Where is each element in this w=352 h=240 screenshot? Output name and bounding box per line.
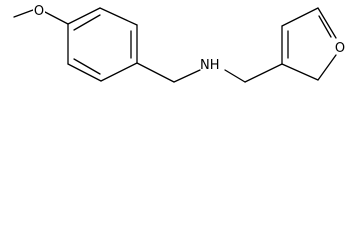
- methoxy-o-ring-bond: [44, 11, 69, 25]
- furyl-linker: [224, 63, 283, 83]
- amine-label: NH: [200, 58, 220, 73]
- benzene-double-1: [73, 14, 101, 31]
- methoxy-group: O: [13, 3, 69, 25]
- furan-bond-4: [317, 54, 337, 81]
- furan-ring: O: [281, 7, 345, 81]
- ring-ch2-bond: [136, 62, 175, 83]
- benzene-bond-4: [100, 62, 138, 82]
- furan-bond-5: [281, 63, 319, 81]
- benzene-double-3: [73, 58, 101, 75]
- benzene-bond-1: [67, 7, 101, 25]
- n-ch2-bond: [224, 69, 246, 83]
- benzene-bond-2: [99, 7, 138, 26]
- ch2-furan-bond: [244, 63, 283, 83]
- methoxy-ch3-bond: [13, 9, 34, 18]
- furan-double-2: [318, 15, 332, 38]
- ch2-n-bond: [173, 69, 201, 83]
- furan-bond-2: [281, 7, 319, 27]
- benzene-ring: [67, 7, 138, 82]
- methoxy-oxygen-label: O: [34, 4, 44, 19]
- methoxy-label-mask: [33, 3, 45, 18]
- chemical-structure: O NH O: [13, 3, 345, 83]
- furan-bond-3: [317, 7, 337, 39]
- benzene-bond-5: [67, 63, 102, 82]
- furan-oxygen-label: O: [335, 41, 345, 56]
- benzyl-linker: [136, 62, 201, 83]
